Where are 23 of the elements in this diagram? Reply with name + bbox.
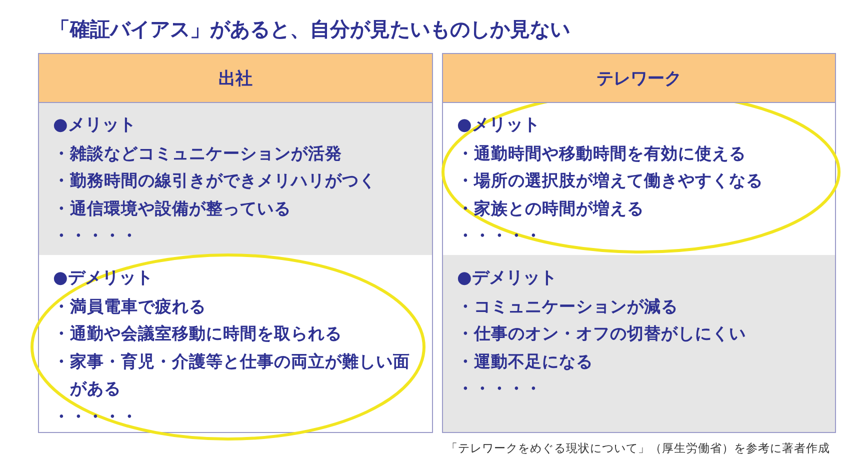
- comparison-column: [442, 53, 836, 433]
- list-item: ・場所の選択肢が増えて働きやすくなる: [457, 170, 764, 192]
- column-header: テレワーク: [443, 54, 835, 103]
- list-item: ・仕事のオン・オフの切替がしにくい: [457, 323, 747, 345]
- list-item: ・勤務時間の線引きができメリハリがつく: [53, 170, 377, 192]
- title: 「確証バイアス」があると、自分が見たいものしか見ない: [50, 16, 570, 43]
- section-heading: ●デメリット: [457, 267, 558, 290]
- shaded-panel: [39, 102, 432, 255]
- comparison-column: [38, 53, 433, 433]
- column-header: 出社: [39, 54, 432, 103]
- list-item: ・・・・・: [53, 225, 139, 247]
- list-item: ・家事・育児・介護等と仕事の両立が難しい面がある: [53, 350, 411, 400]
- list-item: ・満員電車で疲れる: [53, 296, 207, 318]
- source-note: 「テレワークをめぐる現状について」（厚生労働省）を参考に著者作成: [446, 441, 830, 456]
- list-item: ・運動不足になる: [457, 350, 594, 372]
- list-item: ・・・・・: [457, 378, 543, 400]
- list-item: ・コミュニケーションが減る: [457, 296, 679, 318]
- list-item: ・雑談などコミュニケーションが活発: [53, 142, 343, 164]
- list-item: ・通勤時間や移動時間を有効に使える: [457, 142, 747, 164]
- list-item: ・通勤や会議室移動に時間を取られる: [53, 323, 343, 345]
- shaded-panel: [443, 255, 835, 432]
- section-heading: ●メリット: [53, 114, 137, 137]
- list-item: ・通信環境や設備が整っている: [53, 198, 292, 220]
